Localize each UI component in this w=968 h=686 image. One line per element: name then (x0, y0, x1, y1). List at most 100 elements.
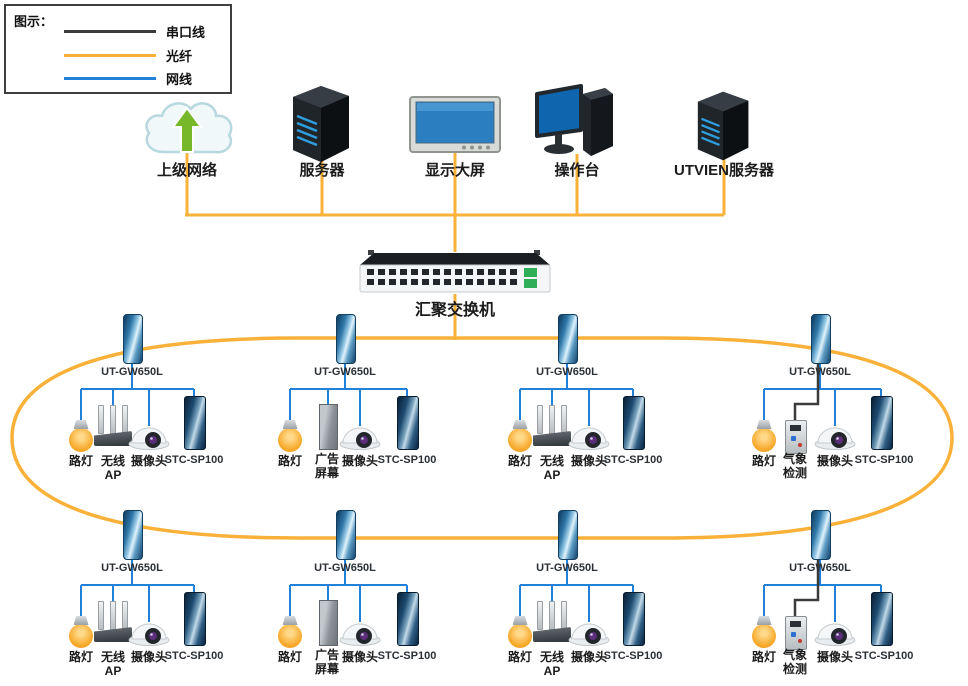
street-light-label: 路灯 (277, 454, 302, 468)
ad-screen-label: 广告 (314, 452, 339, 466)
camera-icon (128, 427, 170, 450)
gateway-label: UT-GW650L (789, 562, 851, 574)
wireless-ap-icon (533, 601, 571, 642)
media-converter-icon (623, 396, 645, 450)
media-converter-icon (397, 592, 419, 646)
weather-sensor-label: 气象 (782, 648, 807, 662)
ad-screen-label2: 屏幕 (314, 662, 339, 676)
wireless-ap-label2: AP (104, 664, 122, 678)
gateway-device (336, 314, 356, 364)
street-light-label: 路灯 (277, 650, 302, 664)
wireless-ap-label: 无线 (539, 454, 564, 468)
ad-screen-label: 广告 (314, 648, 339, 662)
gateway-device (811, 314, 831, 364)
ethernet-lines-upper (80, 362, 882, 426)
ad-screen-icon (319, 404, 338, 450)
wireless-ap-label: 无线 (100, 650, 125, 664)
gateway-label: UT-GW650L (536, 562, 598, 574)
utvien-server-label: UTVIEN服务器 (673, 162, 774, 179)
gateway-device (811, 510, 831, 560)
media-converter-label: STC-SP100 (164, 454, 224, 466)
media-converter-icon (871, 396, 893, 450)
gateway-device (558, 314, 578, 364)
gateway-device (123, 314, 143, 364)
wireless-ap-label2: AP (543, 664, 561, 678)
media-converter-icon (184, 396, 206, 450)
up-arrow-icon (171, 106, 203, 153)
gateway-device (336, 510, 356, 560)
wireless-ap-icon (94, 601, 132, 642)
ethernet-lines-lower (80, 558, 882, 622)
gateway-label: UT-GW650L (789, 366, 851, 378)
legend-item-serial: 串口线 (64, 22, 205, 41)
weather-sensor-icon (785, 616, 807, 650)
camera-label: 摄像头 (570, 454, 607, 468)
camera-icon (814, 623, 856, 646)
media-converter-label: STC-SP100 (854, 650, 914, 662)
wireless-ap-label2: AP (104, 468, 122, 482)
aggregation-switch-icon (359, 250, 551, 293)
gateway-label: UT-GW650L (101, 366, 163, 378)
media-converter-label: STC-SP100 (603, 454, 663, 466)
fiber-trunk-lines (185, 148, 726, 340)
street-light-label: 路灯 (751, 454, 776, 468)
media-converter-label: STC-SP100 (377, 650, 437, 662)
weather-sensor-label2: 检测 (782, 662, 807, 676)
camera-icon (339, 623, 381, 646)
weather-sensor-icon (785, 420, 807, 454)
street-light-icon (68, 616, 94, 648)
media-converter-icon (184, 592, 206, 646)
ad-screen-icon (319, 600, 338, 646)
legend-fiber-label: 光纤 (166, 49, 193, 64)
gateway-label: UT-GW650L (314, 562, 376, 574)
display-wall-label: 显示大屏 (424, 162, 485, 179)
wireless-ap-icon (94, 405, 132, 446)
street-light-icon (68, 420, 94, 452)
street-light-icon (507, 420, 533, 452)
legend-item-fiber: 光纤 (64, 46, 192, 65)
street-light-label: 路灯 (751, 650, 776, 664)
weather-sensor-label: 气象 (782, 452, 807, 466)
camera-icon (128, 623, 170, 646)
media-converter-label: STC-SP100 (603, 650, 663, 662)
wireless-ap-label2: AP (543, 468, 561, 482)
camera-icon (568, 427, 610, 450)
upper-network-label: 上级网络 (156, 162, 217, 179)
camera-label: 摄像头 (570, 650, 607, 664)
wireless-ap-icon (533, 405, 571, 446)
street-light-label: 路灯 (68, 454, 93, 468)
street-light-icon (277, 616, 303, 648)
legend: 图示： 串口线 光纤 网线 (4, 4, 232, 94)
media-converter-label: STC-SP100 (377, 454, 437, 466)
legend-title: 图示： (14, 14, 54, 29)
server-icon (293, 86, 349, 162)
camera-icon (568, 623, 610, 646)
wireless-ap-label: 无线 (100, 454, 125, 468)
camera-label: 摄像头 (341, 454, 378, 468)
console-label: 操作台 (554, 162, 600, 179)
camera-icon (339, 427, 381, 450)
camera-label: 摄像头 (816, 650, 853, 664)
utvien-server-icon (697, 91, 749, 161)
console-icon (535, 84, 613, 156)
gateway-label: UT-GW650L (314, 366, 376, 378)
media-converter-icon (871, 592, 893, 646)
camera-label: 摄像头 (130, 454, 167, 468)
cloud-icon (145, 102, 233, 154)
gateway-label: UT-GW650L (101, 562, 163, 574)
display-wall-icon (409, 96, 501, 153)
camera-label: 摄像头 (341, 650, 378, 664)
legend-serial-label: 串口线 (166, 25, 206, 40)
media-converter-label: STC-SP100 (854, 454, 914, 466)
aggregation-switch-label: 汇聚交换机 (414, 302, 495, 319)
legend-ethernet-label: 网线 (166, 72, 193, 87)
media-converter-icon (623, 592, 645, 646)
serial-lines (793, 364, 820, 617)
ad-screen-label2: 屏幕 (314, 466, 339, 480)
server-label: 服务器 (299, 162, 345, 179)
camera-label: 摄像头 (130, 650, 167, 664)
ethernet-line-swatch (64, 77, 156, 80)
gateway-label: UT-GW650L (536, 366, 598, 378)
street-light-label: 路灯 (507, 454, 532, 468)
